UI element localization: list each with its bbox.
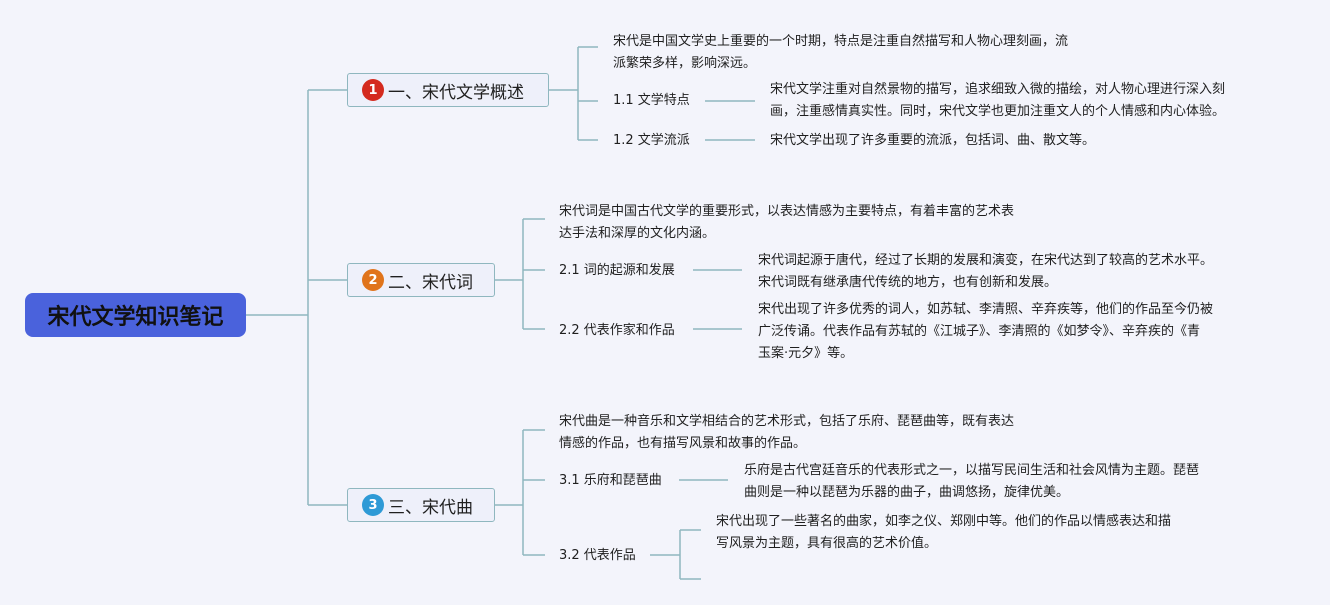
number-badge-icon: 3 bbox=[362, 494, 384, 516]
root-node[interactable]: 宋代文学知识笔记 bbox=[25, 293, 246, 337]
sub-topic-detail: 宋代文学注重对自然景物的描写，追求细致入微的描绘，对人物心理进行深入刻 画，注重… bbox=[770, 82, 1226, 119]
branch-node-qu[interactable]: 3 三、宋代曲 bbox=[347, 488, 495, 522]
sub-topic-label[interactable]: 3.2 代表作品 bbox=[559, 548, 636, 563]
branch-intro: 宋代曲是一种音乐和文学相结合的艺术形式，包括了乐府、琵琶曲等，既有表达 情感的作… bbox=[559, 414, 1015, 451]
sub-topic-detail: 宋代出现了一些著名的曲家，如李之仪、郑刚中等。他们的作品以情感表达和描 写风景为… bbox=[716, 514, 1172, 551]
branch-title: 一、宋代文学概述 bbox=[388, 82, 524, 103]
branch-intro: 宋代词是中国古代文学的重要形式，以表达情感为主要特点，有着丰富的艺术表 达手法和… bbox=[559, 204, 1015, 241]
sub-topic-label[interactable]: 3.1 乐府和琵琶曲 bbox=[559, 473, 662, 488]
sub-topic-label[interactable]: 2.1 词的起源和发展 bbox=[559, 263, 675, 278]
sub-topic-label[interactable]: 2.2 代表作家和作品 bbox=[559, 323, 675, 338]
number-badge-icon: 1 bbox=[362, 79, 384, 101]
sub-topic-detail: 宋代词起源于唐代，经过了长期的发展和演变，在宋代达到了较高的艺术水平。 宋代词既… bbox=[758, 253, 1214, 290]
branch-title: 三、宋代曲 bbox=[388, 497, 473, 518]
root-title: 宋代文学知识笔记 bbox=[47, 305, 224, 330]
sub-topic-detail: 宋代出现了许多优秀的词人，如苏轼、李清照、辛弃疾等，他们的作品至今仍被 广泛传诵… bbox=[758, 302, 1214, 361]
sub-topic-label[interactable]: 1.1 文学特点 bbox=[613, 93, 690, 108]
number-badge-icon: 2 bbox=[362, 269, 384, 291]
branch-node-overview[interactable]: 1 一、宋代文学概述 bbox=[347, 73, 549, 107]
sub-topic-label[interactable]: 1.2 文学流派 bbox=[613, 133, 690, 148]
branch-title: 二、宋代词 bbox=[388, 272, 473, 293]
sub-topic-detail: 乐府是古代宫廷音乐的代表形式之一，以描写民间生活和社会风情为主题。琵琶 曲则是一… bbox=[744, 463, 1200, 500]
branch-node-ci[interactable]: 2 二、宋代词 bbox=[347, 263, 495, 297]
branch-intro: 宋代是中国文学史上重要的一个时期，特点是注重自然描写和人物心理刻画，流 派繁荣多… bbox=[613, 34, 1069, 71]
sub-topic-detail: 宋代文学出现了许多重要的流派，包括词、曲、散文等。 bbox=[770, 133, 1096, 148]
